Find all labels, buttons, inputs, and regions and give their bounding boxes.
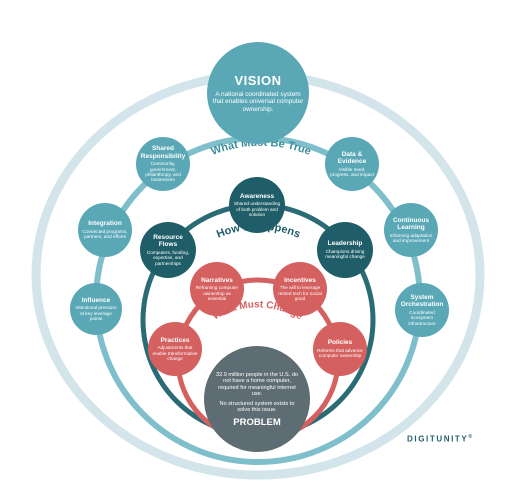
policies-text: Reforms that advance computer ownership [317,347,363,359]
resource-flows-title: Resource Flows [153,233,183,249]
incentives-title: Incentives [284,276,316,284]
data-evidence-text: Visible need, progress, and impact [330,166,374,177]
narratives-title: Narratives [201,276,233,284]
vision-title: VISION [234,72,282,88]
narratives-node: Narratives Reframing computer ownership … [190,262,244,316]
resource-flows-text: Computers, funding, expertise, and partn… [146,249,190,266]
problem-title: PROBLEM [233,416,281,428]
shared-responsibility-node: Shared Responsibility Community, governm… [136,137,190,191]
digitunity-logo: DIGITUNITY® [407,434,474,444]
continuous-learning-title: Continuous Learning [392,216,430,232]
policies-title: Policies [327,339,353,347]
practices-text: Adjustments that enable transformative c… [152,345,198,361]
system-orchestration-node: System Orchestration Coordinated ecosyst… [395,283,449,337]
integration-title: Integration [88,220,122,228]
problem-node: 32.9 million people in the U.S. do not h… [204,346,310,452]
leadership-title: Leadership [327,240,363,248]
problem-text-primary: 32.9 million people in the U.S. do not h… [215,371,299,398]
incentives-node: Incentives The will to leverage retired … [273,262,327,316]
data-evidence-title: Data & Evidence [337,150,367,166]
data-evidence-node: Data & Evidence Visible need, progress, … [325,137,379,191]
integration-text: Connected programs, partners, and effort… [82,228,128,240]
narratives-text: Reframing computer ownership as essentia… [195,285,239,301]
practices-title: Practices [160,336,190,344]
leadership-node: Leadership Champions driving meaningful … [317,222,373,278]
incentives-text: The will to leverage retired tech for so… [278,285,322,301]
resource-flows-node: Resource Flows Computers, funding, exper… [140,222,196,278]
policies-node: Policies Reforms that advance computer o… [313,322,367,376]
leadership-text: Champions driving meaningful change [325,248,365,260]
vision-node: VISION A national coordinated system tha… [207,42,309,144]
practices-node: Practices Adjustments that enable transf… [148,322,202,376]
influence-title: Influence [81,296,111,304]
shared-responsibility-title: Shared Responsibility [140,145,186,160]
logo-wordmark: DIGITUNITY [407,434,469,444]
awareness-title: Awareness [239,192,275,200]
awareness-node: Awareness Shared understanding of both p… [229,177,285,233]
shared-responsibility-text: Community, government, philanthropy, and… [145,161,181,183]
continuous-learning-node: Continuous Learning Informing adaptation… [384,203,438,257]
problem-text-secondary: No structured system exists to solve thi… [219,400,295,414]
influence-text: Intentional pressure at key leverage poi… [75,305,117,321]
integration-node: Integration Connected programs, partners… [78,203,132,257]
awareness-text: Shared understanding of both problem and… [233,201,281,217]
logo-registered-mark: ® [468,434,474,440]
vision-text: A national coordinated system that enabl… [212,90,304,113]
system-orchestration-title: System Orchestration [400,293,444,309]
continuous-learning-text: Informing adaptation and improvement [389,232,433,243]
influence-node: Influence Intentional pressure at key le… [70,283,122,335]
system-orchestration-text: Coordinated ecosystem infrastructure [408,309,436,326]
